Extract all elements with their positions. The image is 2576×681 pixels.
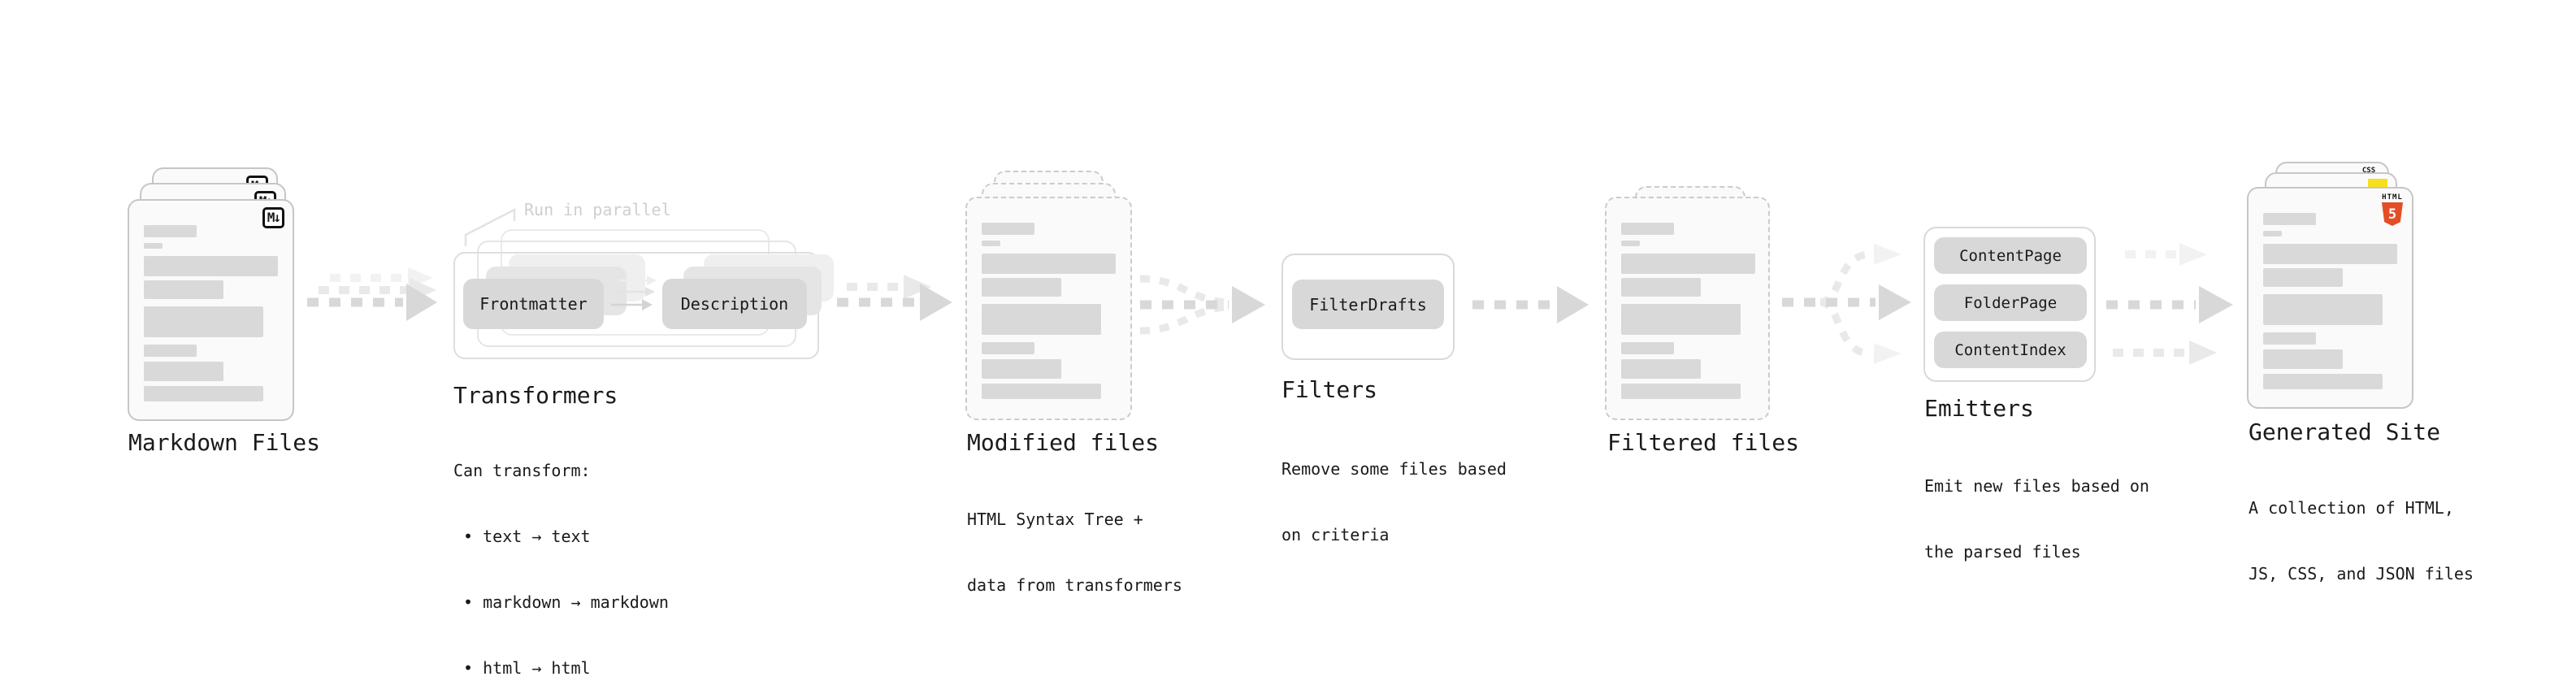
text-placeholder-bar (1621, 254, 1755, 274)
modified-files-description: HTML Syntax Tree + data from transformer… (967, 465, 1182, 640)
text-placeholder-bar (982, 254, 1116, 274)
text-placeholder-bar (1621, 384, 1741, 399)
filtered-files-title: Filtered files (1607, 429, 1800, 456)
text-placeholder-bar (144, 386, 263, 401)
markdown-icon: M↓ (262, 207, 284, 228)
run-in-parallel-label: Run in parallel (524, 200, 671, 219)
generated-site-title: Generated Site (2249, 419, 2441, 445)
description-badge: Description (662, 279, 807, 329)
text-placeholder-bar (982, 278, 1061, 297)
text-placeholder-bar (2263, 349, 2343, 369)
text-placeholder-bar (2263, 294, 2383, 325)
arrow-filtered-to-emitters (1782, 244, 1911, 364)
description-line: Can transform: (453, 461, 591, 480)
description-line: Remove some files based (1281, 459, 1507, 479)
description-line: • text → text (453, 527, 591, 546)
text-placeholder-bar (144, 225, 197, 237)
transformers-description: Can transform: • text → text • markdown … (453, 416, 669, 681)
arrow-transformers-to-modified (837, 275, 952, 321)
arrow-filters-to-filtered (1472, 286, 1589, 323)
generated-site-description: A collection of HTML, JS, CSS, and JSON … (2249, 453, 2474, 629)
file-card (965, 197, 1132, 420)
text-placeholder-bar (144, 243, 163, 249)
file-card (1605, 197, 1770, 420)
text-placeholder-bar (982, 342, 1034, 354)
markdown-files-title: Markdown Files (128, 429, 321, 456)
description-line: • html → html (453, 658, 591, 678)
text-placeholder-bar (982, 384, 1101, 399)
text-placeholder-bar (144, 256, 278, 276)
text-placeholder-bar (2263, 244, 2397, 264)
text-placeholder-bar (144, 362, 223, 381)
modified-files-title: Modified files (967, 429, 1160, 456)
frontmatter-badge: Frontmatter (463, 279, 604, 329)
text-placeholder-bar (2263, 213, 2316, 225)
file-card: M↓ (128, 199, 294, 421)
text-placeholder-bar (144, 306, 263, 337)
description-line: data from transformers (967, 575, 1182, 595)
arrow-emitters-to-generated (2106, 243, 2233, 365)
text-placeholder-bar (2263, 231, 2282, 236)
javascript-icon (2368, 179, 2387, 189)
emitters-title: Emitters (1924, 395, 2034, 422)
content-index-badge: ContentIndex (1934, 332, 2087, 368)
content-page-badge: ContentPage (1934, 237, 2087, 274)
text-placeholder-bar (2263, 374, 2383, 389)
text-placeholder-bar (1621, 304, 1741, 335)
text-placeholder-bar (982, 223, 1034, 235)
text-placeholder-bar (1621, 223, 1674, 235)
arrow-markdown-to-transformers (307, 267, 437, 321)
filter-drafts-badge: FilterDrafts (1292, 280, 1444, 329)
filters-title: Filters (1281, 376, 1378, 403)
text-placeholder-bar (1621, 278, 1701, 297)
text-placeholder-bar (2263, 268, 2343, 287)
emitters-description: Emit new files based on the parsed files (1924, 432, 2149, 607)
transformers-title: Transformers (453, 382, 618, 409)
text-placeholder-bar (2263, 332, 2316, 345)
text-placeholder-bar (982, 359, 1061, 379)
description-line: JS, CSS, and JSON files (2249, 564, 2474, 583)
description-line: the parsed files (1924, 542, 2081, 562)
filters-description: Remove some files based on criteria (1281, 414, 1507, 590)
description-line: on criteria (1281, 525, 1390, 544)
description-line: Emit new files based on (1924, 476, 2149, 496)
text-placeholder-bar (144, 345, 197, 357)
text-placeholder-bar (1621, 241, 1640, 246)
text-placeholder-bar (1621, 359, 1701, 379)
description-line: HTML Syntax Tree + (967, 510, 1143, 529)
arrow-modified-to-filters (1139, 275, 1265, 335)
folder-page-badge: FolderPage (1934, 284, 2087, 321)
html5-icon: HTML 5 (2380, 193, 2405, 226)
text-placeholder-bar (1621, 342, 1674, 354)
description-line: • markdown → markdown (453, 592, 669, 612)
text-placeholder-bar (982, 241, 1000, 246)
file-card: HTML 5 (2247, 187, 2413, 409)
description-line: A collection of HTML, (2249, 498, 2454, 518)
text-placeholder-bar (144, 280, 223, 299)
text-placeholder-bar (982, 304, 1101, 335)
